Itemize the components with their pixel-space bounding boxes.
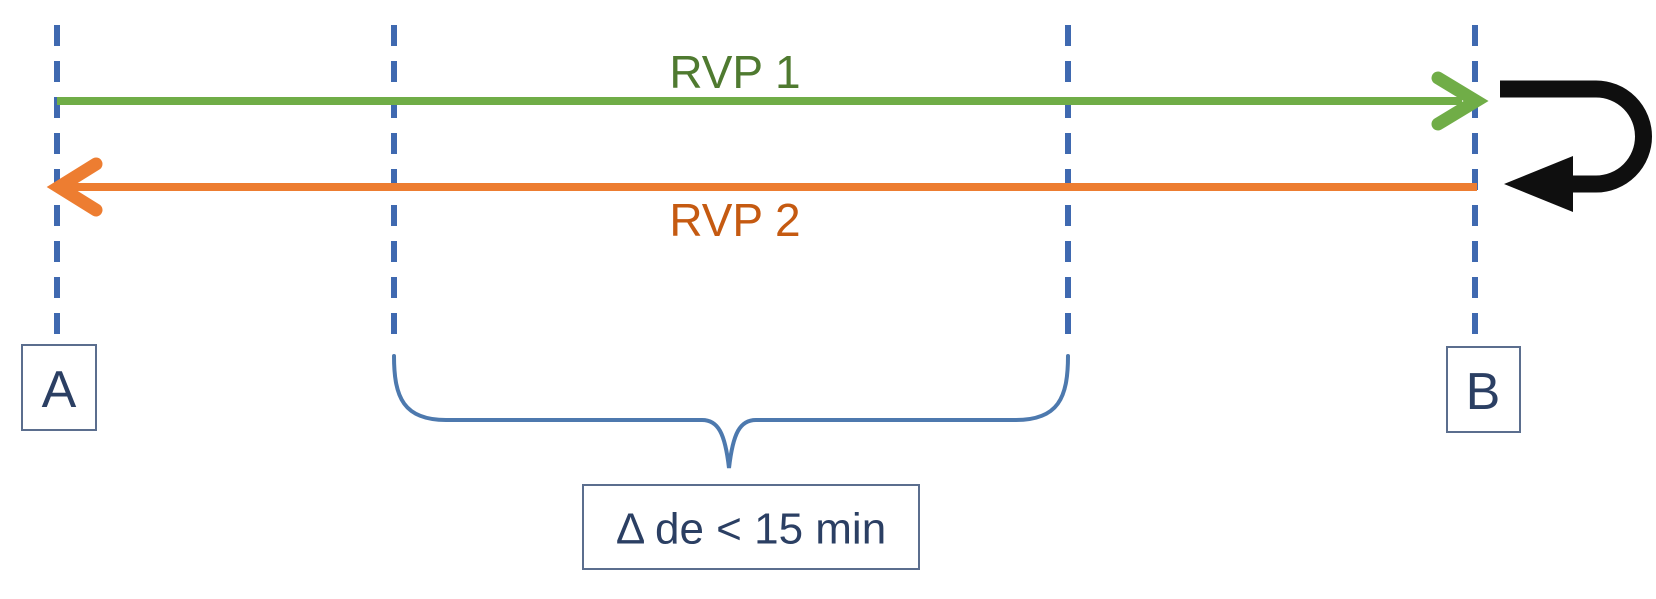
rvp2-label: RVP 2 [669,194,800,246]
point-a-box [21,344,97,431]
point-b-label: B [1466,363,1501,421]
u-turn-arrow-icon [1500,80,1652,193]
delta-annotation-box [582,484,920,570]
rvp1-label: RVP 1 [669,46,800,98]
point-b-box [1446,346,1521,433]
rvp1-arrowhead-right-icon [1431,71,1489,131]
delta-brace-icon [392,354,1070,469]
rvp2-arrowhead-left-icon [46,157,103,217]
u-turn-arrowhead-icon [1504,156,1573,212]
delta-annotation-label: Δ de < 15 min [616,505,886,554]
point-a-label: A [42,361,77,419]
